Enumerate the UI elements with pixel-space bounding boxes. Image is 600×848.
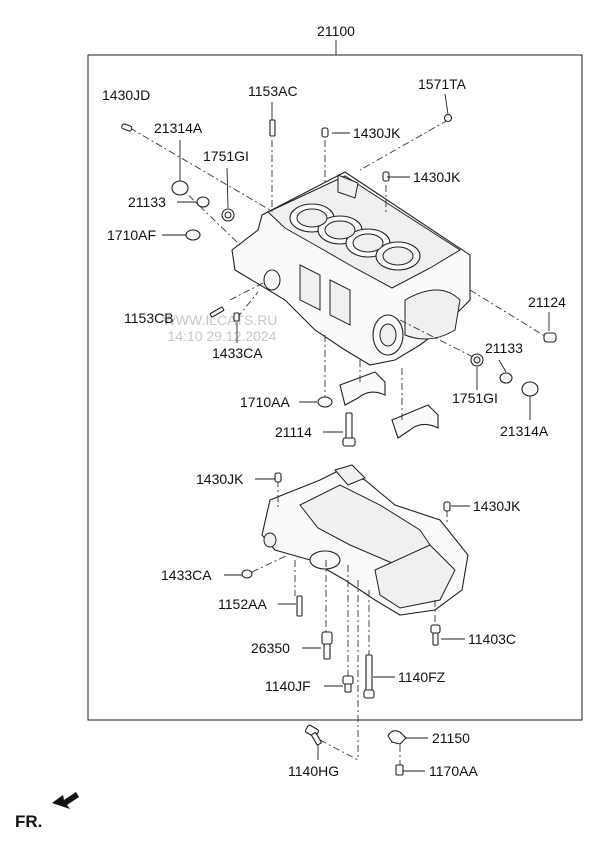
watermark-timestamp: 14:10 29.12.2024 — [168, 328, 277, 344]
part-21133-plug-top — [196, 196, 210, 208]
lower-crankcase — [261, 464, 469, 616]
leader-lines — [162, 93, 550, 772]
part-26350-valve — [321, 631, 333, 660]
callout-21114[interactable]: 21114 — [275, 424, 312, 440]
callout-1710AA[interactable]: 1710AA — [240, 394, 290, 410]
part-1751GI-washer-right — [470, 353, 484, 367]
part-1751GI-washer-top — [221, 208, 235, 222]
front-arrow-icon — [52, 792, 79, 809]
callout-11403C[interactable]: 11403C — [468, 631, 516, 647]
callout-1140FZ[interactable]: 1140FZ — [398, 669, 446, 685]
part-1430JK-dowel-1 — [321, 127, 329, 138]
bearing-cap-lower — [391, 404, 439, 439]
callout-1170AA[interactable]: 1170AA — [429, 763, 478, 779]
part-1140FZ-bolt — [363, 654, 375, 699]
part-1433CA-plug-top — [233, 312, 240, 322]
callout-1140JF[interactable]: 1140JF — [265, 678, 311, 694]
part-1140HG-bolt — [304, 724, 322, 746]
callout-21314A-top[interactable]: 21314A — [154, 120, 203, 136]
callout-1430JD[interactable]: 1430JD — [102, 87, 150, 103]
part-21133-plug-right — [499, 372, 513, 384]
watermark-site: WWW.ILCATS.RU — [163, 312, 278, 328]
callout-1430JK-2[interactable]: 1430JK — [413, 169, 461, 185]
callout-1430JK-3[interactable]: 1430JK — [196, 471, 244, 487]
callout-26350[interactable]: 26350 — [251, 640, 290, 656]
callout-1433CA-top[interactable]: 1433CA — [212, 345, 263, 361]
part-1571TA-plug — [443, 113, 453, 123]
part-1170AA-bolt — [395, 764, 404, 776]
assembly-frame — [87, 54, 583, 721]
callout-1751GI-top[interactable]: 1751GI — [203, 148, 249, 164]
callout-1430JK-1[interactable]: 1430JK — [353, 125, 401, 141]
part-1710AA-oring — [317, 396, 333, 408]
part-1430JK-dowel-3 — [274, 472, 282, 483]
bearing-cap-upper — [339, 371, 386, 406]
callout-1140HG[interactable]: 1140HG — [288, 763, 339, 779]
part-1430JK-dowel-4 — [443, 501, 451, 512]
part-11403C-bolt — [430, 624, 441, 646]
part-1710AF-oring — [185, 229, 201, 241]
callout-1751GI-right[interactable]: 1751GI — [452, 390, 498, 406]
callout-21100[interactable]: 21100 — [317, 23, 355, 39]
callout-21124[interactable]: 21124 — [528, 294, 566, 310]
part-1152AA-stud — [296, 595, 303, 617]
callout-1710AF[interactable]: 1710AF — [107, 227, 156, 243]
part-1153AC-stud — [269, 119, 276, 137]
callout-1430JK-4[interactable]: 1430JK — [473, 498, 521, 514]
part-21124-dowel — [543, 332, 557, 343]
part-21314A-cap-top — [171, 180, 189, 196]
part-1140JF-bolt — [342, 675, 354, 693]
callout-21150[interactable]: 21150 — [432, 730, 470, 746]
callout-1433CA-bottom[interactable]: 1433CA — [161, 567, 212, 583]
callout-1571TA[interactable]: 1571TA — [418, 76, 467, 92]
center-lines — [129, 119, 549, 765]
part-21314A-cap-right — [521, 381, 539, 397]
callout-1153AC[interactable]: 1153AC — [248, 83, 298, 99]
callout-1153CB[interactable]: 1153CB — [124, 310, 174, 326]
part-1153CB-bolt — [209, 306, 225, 318]
callout-21314A-right[interactable]: 21314A — [500, 423, 549, 439]
callout-1152AA[interactable]: 1152AA — [218, 596, 267, 612]
front-direction-indicator: FR. — [15, 792, 79, 831]
front-direction-label: FR. — [15, 812, 42, 831]
part-21150-sensor — [387, 730, 407, 745]
callout-21133-top[interactable]: 21133 — [128, 194, 166, 210]
part-1430JD-pin — [121, 123, 133, 132]
part-1430JK-dowel-2 — [382, 171, 390, 182]
callout-21133-right[interactable]: 21133 — [485, 340, 523, 356]
part-21114-bolt — [342, 412, 356, 447]
part-1433CA-plug-bottom — [241, 569, 253, 579]
cylinder-block — [231, 171, 471, 366]
